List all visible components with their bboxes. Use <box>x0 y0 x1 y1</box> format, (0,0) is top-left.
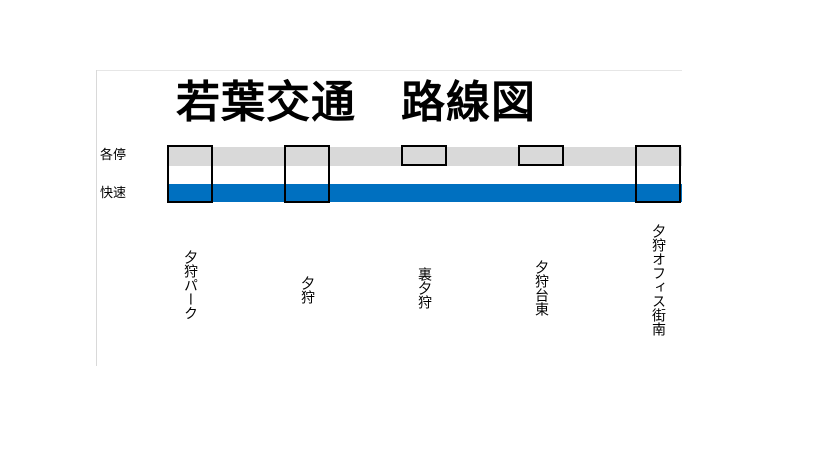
service-label-local: 各停 <box>100 148 127 163</box>
stop-marker-local-4 <box>518 145 564 166</box>
station-name-5: 夕狩オフィス街南 <box>650 224 666 336</box>
service-label-rapid: 快速 <box>100 186 127 201</box>
stop-marker-both-5 <box>635 145 681 203</box>
rapid-service-line <box>168 184 682 202</box>
stop-marker-local-3 <box>401 145 447 166</box>
frame-edge-left <box>96 70 97 366</box>
stop-marker-both-2 <box>284 145 330 203</box>
page-title: 若葉交通 路線図 <box>176 77 536 128</box>
station-name-1: 夕狩パーク <box>182 250 198 320</box>
station-name-4: 夕狩台東 <box>533 260 549 316</box>
frame-edge-top <box>96 70 682 71</box>
stop-marker-both-1 <box>167 145 213 203</box>
station-name-2: 夕狩 <box>299 276 315 304</box>
station-name-3: 裏夕狩 <box>416 267 432 309</box>
